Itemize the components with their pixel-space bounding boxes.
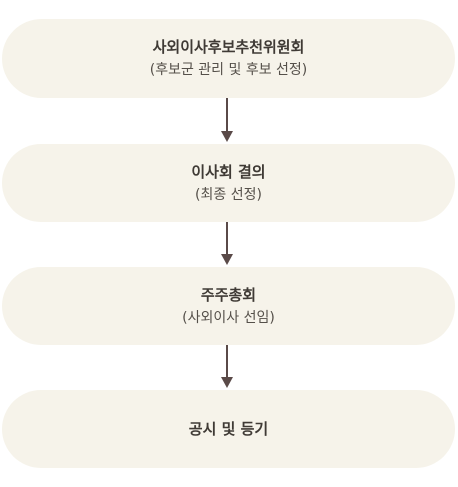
flow-arrow xyxy=(221,345,233,390)
step-title: 주주총회 xyxy=(200,285,257,304)
step-board-resolution: 이사회 결의 (최종 선정) xyxy=(2,144,455,222)
step-committee: 사외이사후보추천위원회 (후보군 관리 및 후보 선정) xyxy=(2,19,455,98)
step-title: 사외이사후보추천위원회 xyxy=(152,38,305,56)
step-title: 이사회 결의 xyxy=(191,162,266,181)
flow-arrow xyxy=(221,98,233,144)
step-title: 공시 및 등기 xyxy=(188,420,269,438)
step-subtitle: (후보군 관리 및 후보 선정) xyxy=(149,62,308,78)
flow-arrow xyxy=(221,222,233,267)
step-disclosure-registration: 공시 및 등기 xyxy=(2,390,455,468)
step-shareholders-meeting: 주주총회 (사외이사 선임) xyxy=(2,267,455,345)
step-subtitle: (최종 선정) xyxy=(195,186,262,203)
step-subtitle: (사외이사 선임) xyxy=(182,309,275,326)
